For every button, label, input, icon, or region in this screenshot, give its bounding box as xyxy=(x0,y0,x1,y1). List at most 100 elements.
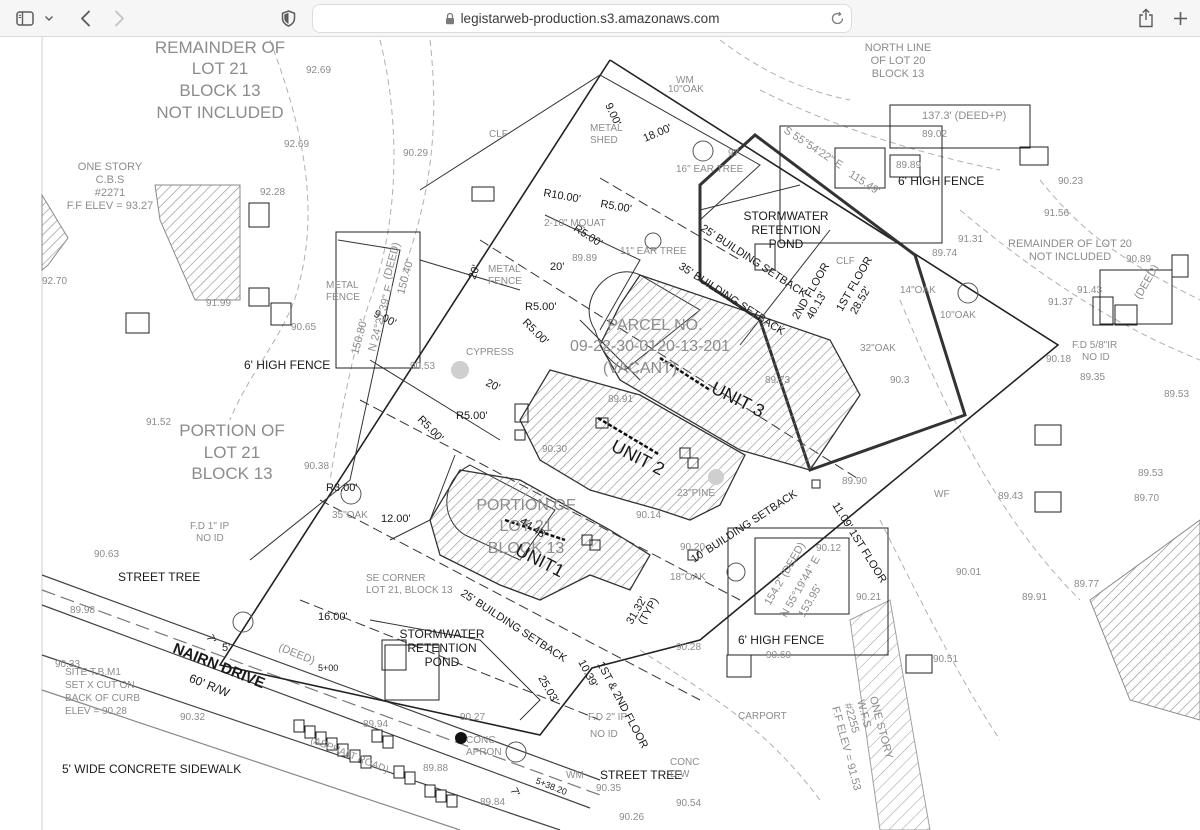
label-clf: CLF xyxy=(489,129,508,140)
property-boundary xyxy=(218,59,1060,736)
label-conc-dw-1: CONC xyxy=(670,757,699,768)
elev: 90.51 xyxy=(933,654,958,665)
elev: 90.23 xyxy=(1058,176,1083,187)
tree-10oak-top: 10"OAK xyxy=(668,84,704,95)
label-portion-lot21-3: BLOCK 13 xyxy=(191,464,272,483)
elev: 90.27 xyxy=(460,712,485,723)
tree-11-ear: 11" EAR TREE xyxy=(620,246,687,257)
label-stormwater-top-3: POND xyxy=(769,237,804,251)
elev: 89.88 xyxy=(423,763,448,774)
tree-16-ear: 16" EAR TREE xyxy=(676,164,744,175)
label-fd58-2: NO ID xyxy=(1082,352,1110,363)
elev: 89.35 xyxy=(1080,372,1105,383)
label-se-corner-1: SE CORNER xyxy=(366,573,425,584)
label-parcel-2: 09-22-30-0120-13-201 xyxy=(570,338,730,355)
label-sidewalk: 5' WIDE CONCRETE SIDEWALK xyxy=(62,762,241,776)
label-tbm-3: BACK OF CURB xyxy=(65,693,140,704)
shield-icon xyxy=(281,9,295,27)
elev: 90.60 xyxy=(766,650,791,661)
elev: 90.01 xyxy=(956,567,981,578)
dim-20a: 20' xyxy=(467,263,483,281)
address-bar[interactable]: legistarweb-production.s3.amazonaws.com xyxy=(312,4,852,33)
new-tab-button[interactable] xyxy=(1168,6,1192,30)
sidebar-icon xyxy=(16,10,34,26)
sidewalk-squares xyxy=(293,719,458,808)
nairn-drive-road xyxy=(41,574,601,830)
address-bar-url: legistarweb-production.s3.amazonaws.com xyxy=(460,11,720,26)
elev: 92.69 xyxy=(306,65,331,76)
tree-mquat: 2-10" MQUAT xyxy=(544,218,606,229)
label-street-tree-left: STREET TREE xyxy=(118,570,200,584)
tree-23pine: 23"PINE xyxy=(677,488,715,499)
label-portion-of-2: LOT 21 xyxy=(499,518,552,535)
back-button[interactable] xyxy=(74,6,96,30)
elev: 89.77 xyxy=(1074,579,1099,590)
bearing-deed-top: 137.3' (DEED+P) xyxy=(922,110,1006,122)
elev: 91.52 xyxy=(146,417,171,428)
label-stormwater-bottom-3: POND xyxy=(425,655,460,669)
plus-icon xyxy=(1173,11,1187,25)
tab-overview-menu-button[interactable] xyxy=(40,6,58,30)
label-remainder-lot21-2: LOT 21 xyxy=(192,59,248,78)
reload-button[interactable] xyxy=(830,11,845,26)
elev: 89.70 xyxy=(1134,493,1159,504)
privacy-report-button[interactable] xyxy=(277,6,299,30)
label-one-story-left-2: C.B.S xyxy=(96,174,125,186)
elev: 90.53 xyxy=(410,361,435,372)
share-button[interactable] xyxy=(1134,6,1158,30)
elev: 90.65 xyxy=(291,322,316,333)
elev: 90.12 xyxy=(816,543,841,554)
label-fd1-2: NO ID xyxy=(196,533,224,544)
elev: 90.30 xyxy=(542,444,567,455)
label-tbm-2: SET X CUT ON xyxy=(65,680,135,691)
label-portion-lot21-2: LOT 21 xyxy=(204,443,260,462)
neighbor-building-left xyxy=(41,184,241,301)
tree-35oak: 35"OAK xyxy=(332,510,368,521)
label-se-corner-2: LOT 21, BLOCK 13 xyxy=(366,585,453,596)
elev: 90.32 xyxy=(180,712,205,723)
document-viewport[interactable]: REMAINDER OF LOT 21 BLOCK 13 NOT INCLUDE… xyxy=(0,37,1200,830)
label-stormwater-top-2: RETENTION xyxy=(751,223,820,237)
tree-97: 97 xyxy=(728,148,740,159)
spot-elevations: 92.69 92.69 92.28 91.99 90.65 92.70 91.5… xyxy=(42,65,1189,823)
label-metal-fence-b-1: METAL xyxy=(488,264,521,275)
label-stormwater-bottom-1: STORMWATER xyxy=(399,627,484,641)
label-parcel-3: (VACANT) xyxy=(603,360,677,377)
label-tbm-4: ELEV = 90.28 xyxy=(65,706,127,717)
dim-r5c: R5.00' xyxy=(525,301,556,313)
elev: 90.21 xyxy=(856,592,881,603)
lock-icon xyxy=(445,12,455,25)
label-north-line-1: NORTH LINE xyxy=(865,42,931,54)
stormwater-pond-top xyxy=(698,133,967,472)
dim-r3: R3.00' xyxy=(326,482,357,494)
forward-button[interactable] xyxy=(108,6,130,30)
survey-marker-boxes xyxy=(125,104,1189,701)
label-portion-of-1: PORTION OF xyxy=(476,497,575,514)
label-portion-lot21-1: PORTION OF xyxy=(179,421,284,440)
label-remainder-lot21-4: NOT INCLUDED xyxy=(156,103,283,122)
label-portion-of-3: BLOCK 13 xyxy=(488,540,565,557)
elev: 91.37 xyxy=(1048,297,1073,308)
elev: 90.33 xyxy=(55,659,80,670)
elev: 92.28 xyxy=(260,187,285,198)
label-remainder-lot20-2: NOT INCLUDED xyxy=(1029,251,1111,263)
label-wf: WF xyxy=(934,489,950,500)
elev: 90.29 xyxy=(403,148,428,159)
sidebar-toggle-button[interactable] xyxy=(12,6,38,30)
label-wm: WM xyxy=(566,770,584,781)
elev: 90.89 xyxy=(1126,254,1151,265)
reload-icon xyxy=(831,11,844,25)
label-remainder-lot21-1: REMAINDER OF xyxy=(155,38,285,57)
elev: 92.70 xyxy=(42,276,67,287)
elev: 90.18 xyxy=(1046,354,1071,365)
neighbor-building-right xyxy=(849,519,1200,830)
label-parcel-1: PARCEL NO. xyxy=(607,317,702,334)
dim-20c: 20' xyxy=(484,377,502,394)
label-north-line-3: BLOCK 13 xyxy=(872,68,925,80)
elev: 90.54 xyxy=(676,798,701,809)
label-tbm-1: SITE T.B.M1 xyxy=(65,667,121,678)
label-one-story-left-1: ONE STORY xyxy=(78,161,143,173)
elev: 90.3 xyxy=(890,375,910,386)
site-plan-drawing: REMAINDER OF LOT 21 BLOCK 13 NOT INCLUDE… xyxy=(41,37,1200,830)
elev: 90.63 xyxy=(94,549,119,560)
